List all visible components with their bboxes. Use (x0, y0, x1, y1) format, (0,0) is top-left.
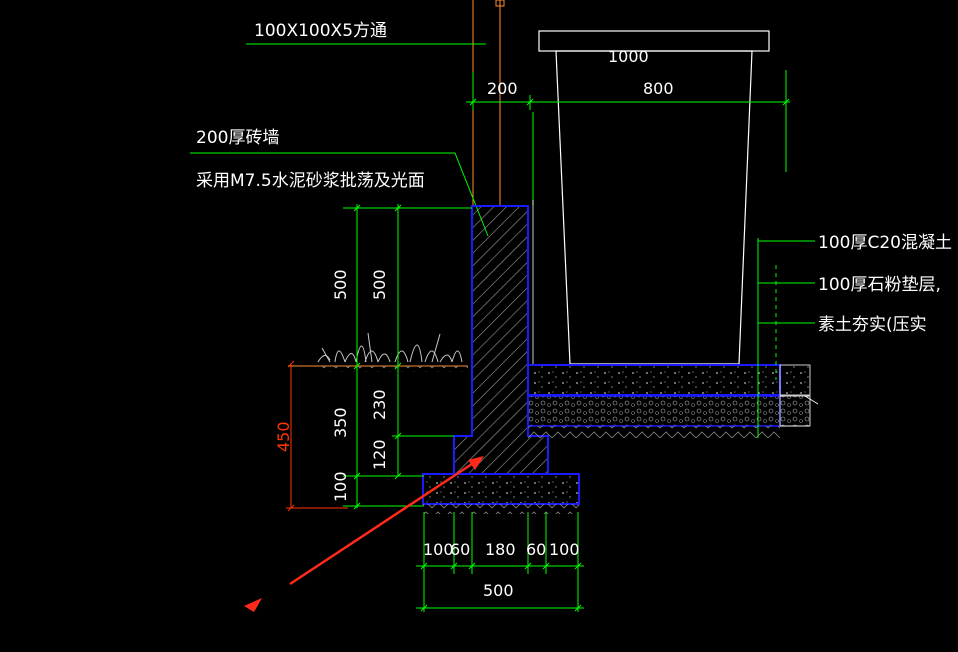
dim-bottom-180: 180 (485, 540, 516, 559)
layer2-label: 100厚石粉垫层, (818, 275, 941, 295)
ground (288, 365, 468, 372)
red-arrow-icon (244, 456, 484, 612)
top-dimension-chain (466, 70, 790, 205)
layer-leader (757, 238, 815, 438)
dim-120: 120 (370, 439, 389, 470)
dim-230: 230 (370, 389, 389, 420)
left-red-dimension (286, 360, 348, 512)
dim-500-inner: 500 (370, 269, 389, 300)
left-dimension-lines (343, 204, 472, 510)
layer1-label: 100厚C20混凝土 (818, 233, 952, 253)
dim-800: 800 (643, 79, 674, 98)
tube-label-group: 100X100X5方通 (246, 21, 486, 45)
dim-bottom-60a: 60 (450, 540, 470, 559)
dim-500-outer: 500 (331, 269, 350, 300)
tube-label: 100X100X5方通 (254, 21, 387, 41)
dim-bottom-100a: 100 (423, 540, 454, 559)
wall-label: 200厚砖墙 (196, 128, 279, 148)
dim-200: 200 (487, 79, 518, 98)
bottom-dimension-lines (416, 512, 584, 612)
dim-bottom-500: 500 (483, 581, 514, 600)
plaster-label: 采用M7.5水泥砂浆批荡及光面 (196, 171, 425, 191)
dim-350: 350 (331, 407, 350, 438)
dim-450: 450 (274, 421, 293, 452)
dim-bottom-100b: 100 (549, 540, 580, 559)
layer3-label: 素土夯实(压实 (818, 315, 927, 335)
dim-1000: 1000 (608, 47, 649, 66)
wall-label-group: 200厚砖墙 采用M7.5水泥砂浆批荡及光面 (190, 128, 489, 237)
dim-100-left: 100 (331, 471, 350, 502)
dim-bottom-60b: 60 (526, 540, 546, 559)
slab-layers (527, 364, 819, 438)
grass-icon (317, 332, 463, 363)
